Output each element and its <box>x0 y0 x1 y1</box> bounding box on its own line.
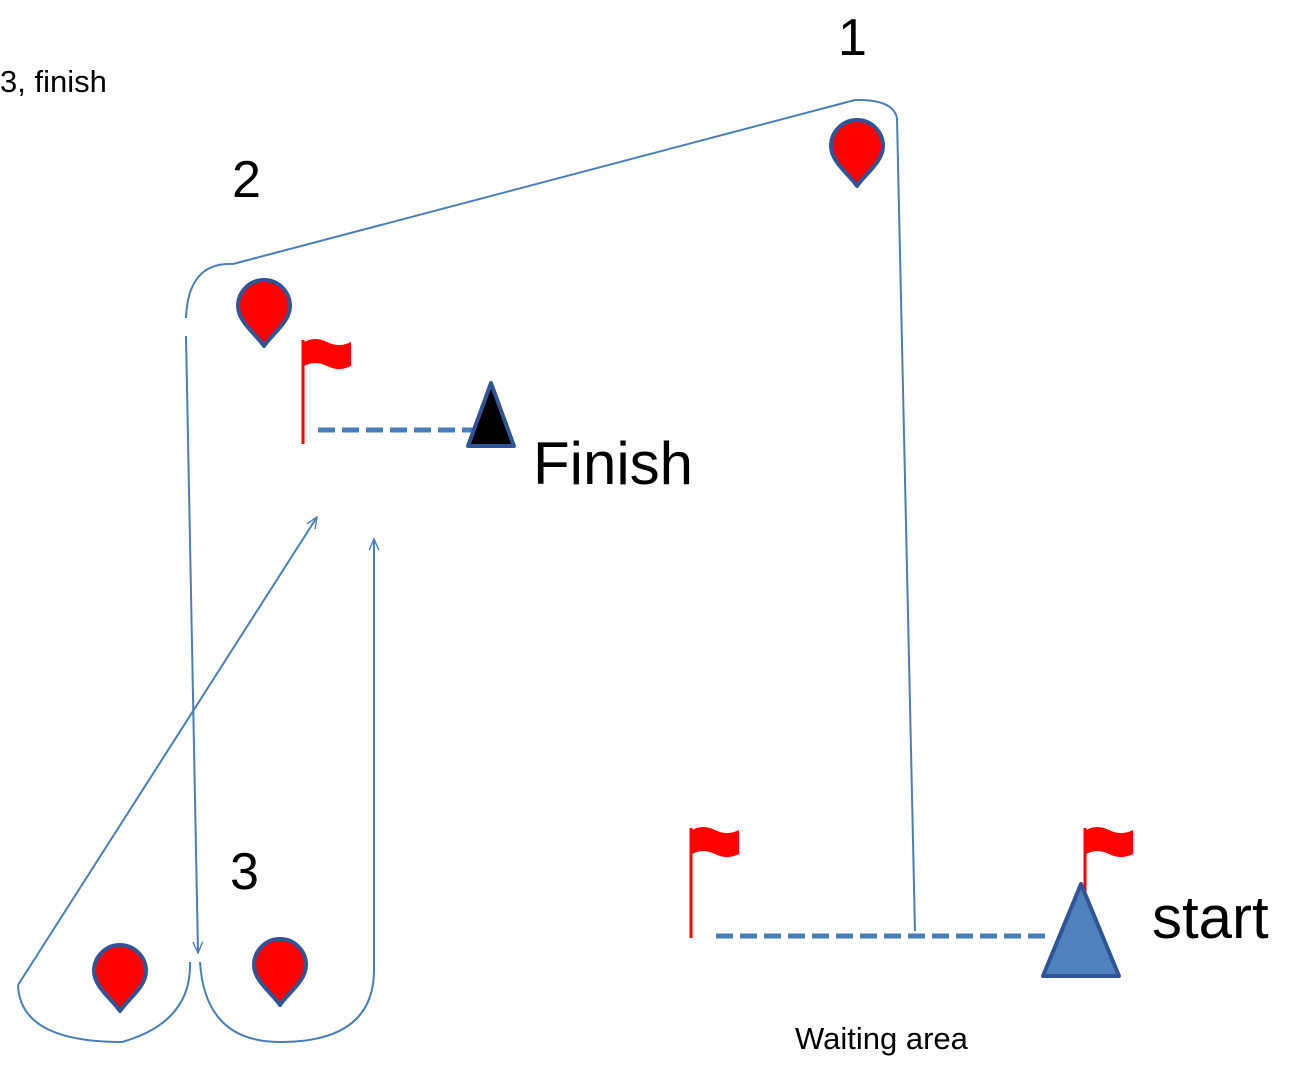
buoy-icon <box>829 118 885 188</box>
buoy-icon <box>92 943 148 1013</box>
rounding-mark1 <box>854 98 898 119</box>
buoy-icon <box>236 278 292 348</box>
rounding-mark3-left <box>17 961 192 1044</box>
sequence-header-text: 3, finish <box>0 64 107 99</box>
mark-3-label: 3 <box>230 843 259 901</box>
course-path <box>17 98 916 1044</box>
waiting-area-label: Waiting area <box>795 1021 968 1056</box>
leg-mark3-to-finish-diagonal <box>17 517 317 986</box>
mark-2-label: 2 <box>232 151 261 209</box>
start-label: start <box>1152 884 1269 951</box>
start-boat-icon <box>1041 882 1121 978</box>
flag-icon <box>689 827 739 938</box>
rounding-mark3-right <box>199 961 375 1044</box>
leg-mark1-to-mark2 <box>232 99 856 265</box>
mark-1-label: 1 <box>838 9 867 67</box>
buoy-icon <box>252 937 308 1007</box>
flag-icon <box>301 339 351 444</box>
finish-boat-icon <box>466 381 516 448</box>
leg-mark2-to-mark3 <box>185 335 198 953</box>
finish-label: Finish <box>533 430 694 497</box>
leg-start-to-mark1 <box>896 117 916 932</box>
rounding-mark2 <box>185 262 234 319</box>
